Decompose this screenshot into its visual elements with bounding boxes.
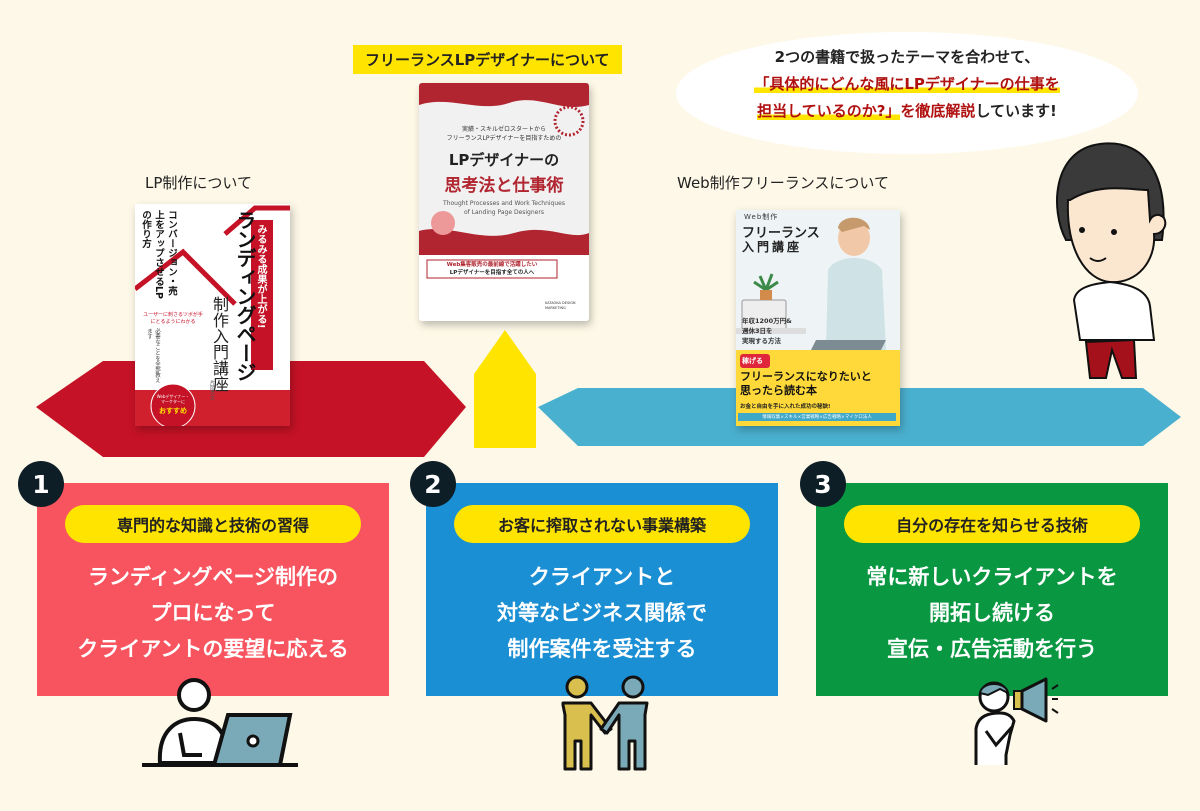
book-web-tag: 稼げる: [742, 357, 763, 365]
card-promotion: 自分の存在を知らせる技術 常に新しいクライアントを 開拓し続ける 宣伝・広告活動…: [816, 483, 1168, 696]
card-2-line-1: クライアントと: [528, 565, 676, 589]
person-laptop-icon: [142, 678, 298, 767]
card-3-line-3: 宣伝・広告活動を行う: [887, 637, 1097, 661]
book-lp-catch: みるみる成果が上がる!: [255, 224, 266, 329]
speech-bubble-text: 2つの書籍で扱ったテーマを合わせて、 「具体的にどんな風にLPデザイナーの仕事を…: [676, 44, 1138, 125]
bubble-line-1: 2つの書籍で扱ったテーマを合わせて、: [774, 48, 1040, 66]
label-web-freelance: Web制作フリーランスについて: [677, 174, 889, 192]
book-web-band-2: 思ったら読む本: [740, 384, 817, 397]
card-1-number-badge: 1: [18, 461, 64, 507]
card-2-number-badge: 2: [410, 461, 456, 507]
bubble-line-2: 「具体的にどんな風にLPデザイナーの仕事を: [754, 75, 1060, 93]
card-3-body: 常に新しいクライアントを 開拓し続ける 宣伝・広告活動を行う: [816, 559, 1168, 667]
bubble-line-3-rest: しています!: [975, 102, 1057, 120]
card-2-pill: お客に搾取されない事業構築: [454, 505, 750, 543]
card-3-line-1: 常に新しいクライアントを: [866, 565, 1118, 589]
label-freelance-lp-designer: フリーランスLPデザイナーについて: [353, 45, 622, 74]
book-lp-points-head: ユーザーに刺さるツボが手にとるようにわかる: [143, 312, 203, 325]
yellow-up-arrow: [474, 330, 536, 448]
card-2-body: クライアントと 対等なビジネス関係で 制作案件を受注する: [426, 559, 778, 667]
book-web-secret: お金と自由を手に入れた成功の秘訣!: [740, 404, 831, 410]
book-web-income-2: 週休3日を: [742, 327, 773, 335]
book-lp-badge-big: おすすめ: [159, 407, 187, 415]
book-designer-kicker-2: フリーランスLPデザイナーを目指すための: [446, 135, 562, 142]
card-1-pill: 専門的な知識と技術の習得: [65, 505, 361, 543]
card-2-line-2: 対等なビジネス関係で: [497, 601, 707, 625]
character-illustration-icon: [1056, 142, 1167, 379]
book-designer-band-1: Web集客販売の最前線で活躍したい: [446, 262, 538, 268]
book-lp-side: コンバージョン・売上をアップさせるLPの作り方: [140, 210, 177, 300]
card-business: お客に搾取されない事業構築 クライアントと 対等なビジネス関係で 制作案件を受注…: [426, 483, 778, 696]
card-1-line-2: プロになって: [150, 601, 276, 625]
book-designer-kicker: 実績・スキルゼロスタートから フリーランスLPデザイナーを目指すための: [419, 125, 589, 143]
book-designer-band-2: LPデザイナーを目指す全ての人へ: [449, 270, 535, 276]
card-1-line-3: クライアントの要望に応える: [77, 637, 349, 661]
megaphone-person-icon: [974, 677, 1059, 765]
book-lp-cover-art: [135, 205, 290, 426]
bubble-line-3-highlight: 担当しているのか?」: [757, 102, 901, 120]
book-lp-designer[interactable]: 実績・スキルゼロスタートから フリーランスLPデザイナーを目指すための LPデザ…: [419, 83, 589, 321]
book-web-title-1: フリーランス: [742, 226, 820, 241]
book-lp-title: ランディングページ: [233, 210, 257, 381]
bubble-line-3-emphasis: を徹底解説: [900, 102, 976, 120]
handshake-people-icon: [561, 675, 649, 771]
card-3-number-badge: 3: [800, 461, 846, 507]
book-web-income-1: 年収1200万円&: [742, 317, 792, 325]
card-2-line-3: 制作案件を受注する: [507, 637, 697, 661]
book-lp-badge-small: Webデザイナー・マーケターに: [156, 394, 190, 404]
book-lp-author: 片岡亮太: [209, 380, 215, 400]
card-3-line-2: 開拓し続ける: [929, 601, 1055, 625]
book-web-title-2: 入門講座: [742, 240, 803, 254]
book-web-freelance[interactable]: Web制作 フリーランス 入門講座 年収1200万円& 週休3日を 実現する方法…: [736, 210, 900, 426]
book-lp-course[interactable]: みるみる成果が上がる! ランディングページ 制作入門講座 コンバージョン・売上を…: [135, 204, 290, 426]
book-designer-cover-art: [419, 83, 589, 321]
card-3-pill: 自分の存在を知らせる技術: [844, 505, 1140, 543]
book-designer-en-2: of Landing Page Designers: [464, 209, 544, 216]
book-web-top: Web制作: [744, 213, 779, 221]
book-lp-subtitle: 制作入門講座: [210, 296, 229, 392]
book-designer-brand: KATAOKA DESIGN MARKETING: [545, 301, 576, 310]
speech-bubble: [676, 32, 1138, 154]
card-1-body: ランディングページ制作の プロになって クライアントの要望に応える: [37, 559, 389, 667]
book-designer-kicker-1: 実績・スキルゼロスタートから: [461, 126, 546, 133]
card-1-line-1: ランディングページ制作の: [87, 565, 339, 589]
book-designer-title-2: 思考法と仕事術: [444, 176, 564, 196]
book-designer-en-1: Thought Processes and Work Techniques: [443, 200, 565, 207]
book-web-footer: 情報収集×スキル×営業戦略×広告戦略×マイクロ法人: [738, 413, 896, 421]
book-web-income-3: 実現する方法: [742, 337, 781, 345]
book-lp-points-tail: 必要なことを全部教えます: [146, 328, 160, 383]
label-lp-production: LP制作について: [145, 174, 252, 192]
book-web-band-1: フリーランスになりたいと: [740, 370, 872, 383]
book-designer-title-1: LPデザイナーの: [448, 151, 560, 169]
card-expertise: 専門的な知識と技術の習得 ランディングページ制作の プロになって クライアントの…: [37, 483, 389, 696]
